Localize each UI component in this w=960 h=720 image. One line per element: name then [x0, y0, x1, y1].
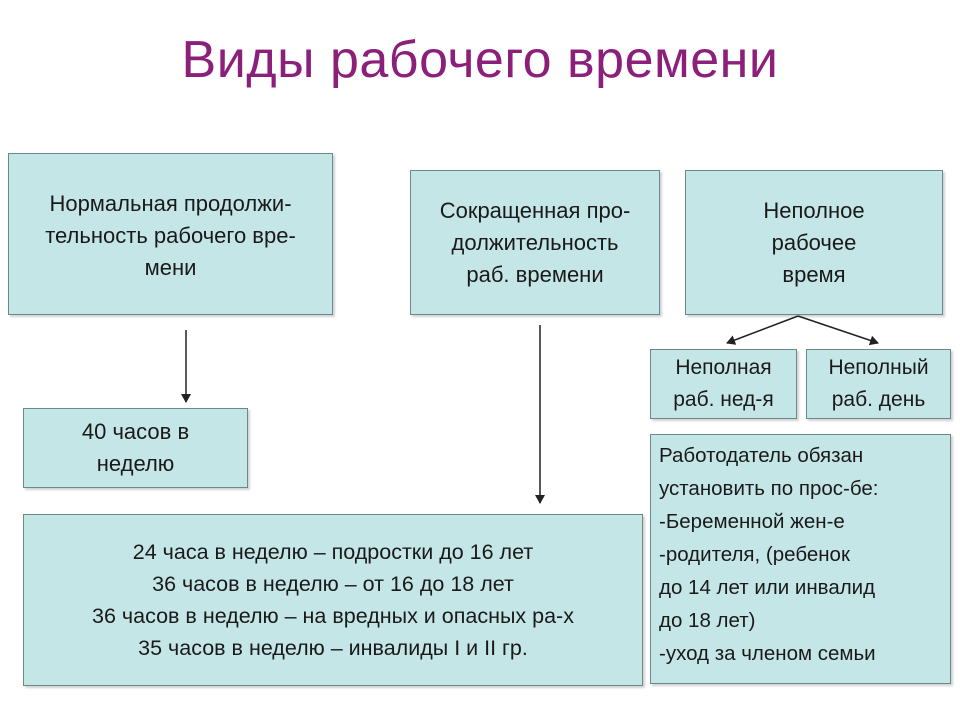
reduced-detail-line-3: 36 часов в неделю – на вредных и опасных…: [92, 604, 574, 628]
partial-detail-line-5: до 14 лет или инвалид: [659, 576, 876, 599]
partial-detail-line-3: -Беременной жен-е: [659, 510, 845, 533]
partial-day-box: Неполный раб. день: [806, 349, 951, 419]
normal-duration-line-2: тельность рабочего вре-: [45, 223, 296, 248]
partial-detail-line-4: -родителя, (ребенок: [659, 543, 850, 566]
reduced-detail-line-4: 35 часов в неделю – инвалиды I и II гр.: [138, 636, 528, 660]
partial-time-line-3: время: [782, 261, 846, 287]
partial-day-line-2: раб. день: [831, 388, 926, 411]
normal-hours-line-2: неделю: [96, 451, 175, 476]
partial-time-details-box: Работодатель обязан установить по прос-б…: [650, 434, 951, 684]
reduced-duration-line-2: должительность: [451, 229, 619, 255]
partial-time-line-1: Неполное: [763, 197, 865, 223]
reduced-duration-line-1: Сокращенная про-: [439, 197, 631, 223]
partial-week-box: Неполная раб. нед-я: [650, 349, 797, 419]
partial-time-box: Неполное рабочее время: [685, 170, 943, 315]
partial-detail-line-2: установить по прос-бе:: [659, 477, 879, 500]
arrow-partial-to-week: [726, 315, 799, 345]
reduced-duration-line-3: раб. времени: [466, 261, 604, 287]
normal-duration-hours-box: 40 часов в неделю: [23, 408, 248, 488]
partial-week-line-2: раб. нед-я: [673, 388, 774, 411]
reduced-duration-box: Сокращенная про- должительность раб. вре…: [410, 170, 660, 315]
partial-detail-line-7: -уход за членом семьи: [659, 642, 876, 665]
normal-hours-line-1: 40 часов в: [81, 419, 190, 444]
normal-duration-line-3: мени: [144, 255, 197, 280]
partial-day-line-1: Неполный: [828, 356, 929, 379]
normal-duration-line-1: Нормальная продолжи-: [49, 191, 292, 216]
reduced-duration-details-box: 24 часа в неделю – подростки до 16 лет 3…: [23, 514, 643, 686]
normal-duration-box: Нормальная продолжи- тельность рабочего …: [8, 153, 333, 315]
partial-time-line-2: рабочее: [771, 229, 857, 255]
reduced-detail-line-1: 24 часа в неделю – подростки до 16 лет: [132, 540, 534, 564]
page-title: Виды рабочего времени: [181, 31, 779, 89]
reduced-detail-line-2: 36 часов в неделю – от 16 до 18 лет: [152, 572, 514, 596]
partial-detail-line-1: Работодатель обязан: [659, 444, 864, 467]
arrow-partial-to-day: [797, 315, 879, 346]
partial-detail-line-6: до 18 лет): [659, 609, 756, 632]
partial-week-line-1: Неполная: [675, 356, 772, 379]
